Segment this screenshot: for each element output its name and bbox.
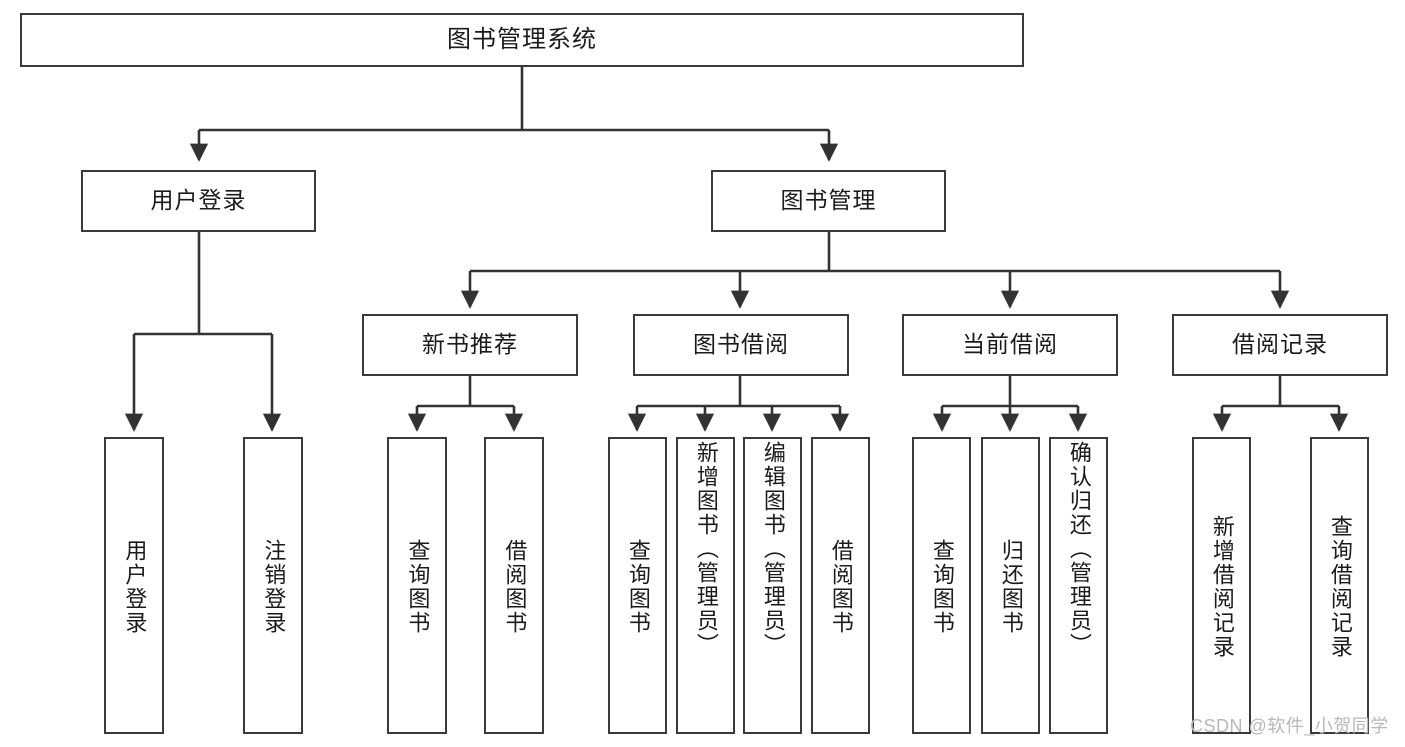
leaf-record-query-record[interactable]: 查询借阅记录 — [1310, 437, 1369, 734]
node-label: 图书管理系统 — [447, 25, 597, 53]
leaf-label: 查询图书 — [929, 538, 955, 635]
leaf-label: 查询图书 — [405, 538, 431, 635]
node-label: 新书推荐 — [422, 331, 518, 358]
node-user-login[interactable]: 用户登录 — [81, 170, 316, 232]
leaf-current-confirm-return-admin[interactable]: 确认归还（管理员） — [1049, 437, 1108, 734]
leaf-new-book-borrow[interactable]: 借阅图书 — [484, 437, 544, 734]
leaf-label: 查询借阅记录 — [1327, 514, 1353, 659]
node-label: 当前借阅 — [962, 331, 1058, 358]
node-new-book-recommend[interactable]: 新书推荐 — [362, 314, 578, 376]
leaf-new-book-query[interactable]: 查询图书 — [387, 437, 447, 734]
node-label: 图书管理 — [780, 187, 877, 214]
node-current-borrow[interactable]: 当前借阅 — [902, 314, 1118, 376]
leaf-current-return-book[interactable]: 归还图书 — [981, 437, 1040, 734]
node-label: 用户登录 — [150, 187, 247, 214]
leaf-user-login-logout[interactable]: 注销登录 — [243, 437, 303, 734]
leaf-label: 归还图书 — [998, 538, 1024, 635]
node-book-management[interactable]: 图书管理 — [711, 170, 946, 232]
leaf-label: 用户登录 — [122, 538, 148, 635]
leaf-label: 编辑图书（管理员） — [760, 441, 786, 657]
leaf-label: 借阅图书 — [828, 538, 854, 635]
leaf-borrow-add-book-admin[interactable]: 新增图书（管理员） — [676, 437, 735, 734]
leaf-label: 确认归还（管理员） — [1066, 441, 1092, 657]
csdn-watermark: CSDN @软件_小贺同学 — [1190, 716, 1389, 736]
leaf-user-login-login[interactable]: 用户登录 — [104, 437, 164, 734]
node-borrow-record[interactable]: 借阅记录 — [1172, 314, 1388, 376]
leaf-record-add-record[interactable]: 新增借阅记录 — [1192, 437, 1251, 734]
node-root-book-management-system[interactable]: 图书管理系统 — [20, 13, 1024, 67]
node-label: 图书借阅 — [693, 331, 789, 358]
leaf-label: 新增图书（管理员） — [693, 441, 719, 657]
leaf-borrow-query-book[interactable]: 查询图书 — [608, 437, 667, 734]
leaf-current-query-book[interactable]: 查询图书 — [912, 437, 971, 734]
leaf-label: 借阅图书 — [502, 538, 528, 635]
node-label: 借阅记录 — [1232, 331, 1328, 358]
leaf-label: 查询图书 — [625, 538, 651, 635]
leaf-borrow-borrow-book[interactable]: 借阅图书 — [811, 437, 870, 734]
leaf-label: 新增借阅记录 — [1209, 514, 1235, 659]
leaf-label: 注销登录 — [261, 538, 287, 635]
leaf-borrow-edit-book-admin[interactable]: 编辑图书（管理员） — [743, 437, 802, 734]
node-book-borrow[interactable]: 图书借阅 — [633, 314, 849, 376]
